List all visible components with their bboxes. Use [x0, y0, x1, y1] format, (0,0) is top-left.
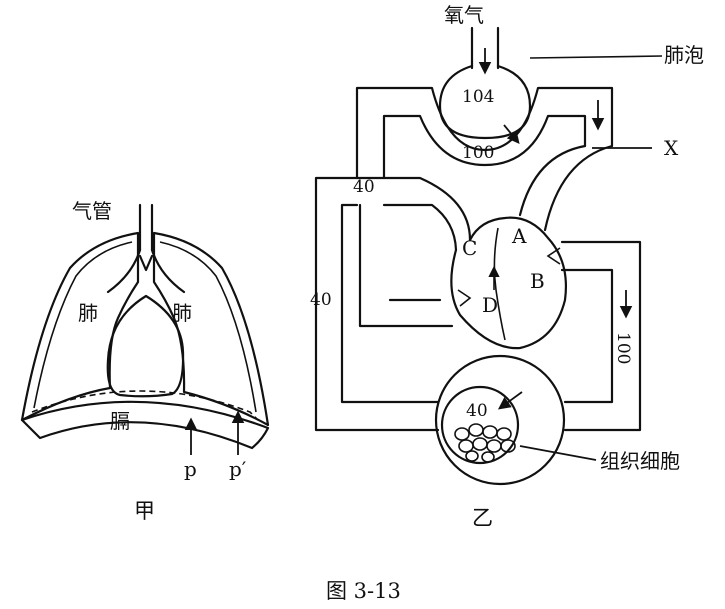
value-left-vessel: 40: [353, 177, 375, 197]
systemic-outer: [360, 205, 452, 326]
panel-a-lungs: 气管 肺 肺 膈 p p′ 甲: [22, 199, 268, 523]
label-left-lung: 肺: [78, 301, 98, 325]
label-x: X: [664, 136, 679, 160]
trachea-tube: [140, 205, 152, 250]
right-lung-inner: [160, 242, 256, 412]
systemic-vein: [316, 178, 438, 430]
label-chamber-c: C: [462, 236, 477, 260]
pulmonary-vein: [520, 146, 612, 230]
label-right-lung: 肺: [172, 301, 192, 325]
heart-septum: [494, 228, 505, 340]
label-chamber-b: B: [530, 269, 545, 293]
figure-caption: 图 3-13: [326, 579, 401, 603]
value-left-outer: 40: [310, 290, 332, 310]
tissue-cells-cluster: [455, 424, 515, 462]
label-chamber-a: A: [511, 224, 527, 248]
right-lung-outline: [154, 233, 268, 425]
label-oxygen: 氧气: [444, 3, 484, 27]
heart-valve-left: [458, 290, 470, 306]
bronchi: [108, 250, 184, 292]
diaphragm-solid: [22, 402, 268, 448]
alveolus-pointer: [530, 56, 662, 58]
label-trachea: 气管: [72, 199, 112, 223]
caption-a: 甲: [134, 499, 155, 523]
tissue-capillary-outer: [436, 356, 564, 484]
label-diaphragm: 膈: [110, 409, 130, 433]
value-tissue: 40: [466, 401, 488, 421]
value-right-vessel: 100: [613, 332, 633, 364]
value-capillary: 100: [462, 143, 494, 163]
label-p: p: [184, 457, 197, 481]
panel-b-circulation: 氧气 肺泡 104 100 X 40 40 100 40 组织细胞 A B C …: [310, 3, 704, 530]
label-alveolus: 肺泡: [664, 43, 704, 67]
caption-b: 乙: [472, 506, 493, 530]
label-chamber-d: D: [482, 293, 498, 317]
label-tissue-cells: 组织细胞: [600, 449, 680, 473]
label-p-prime: p′: [229, 457, 247, 481]
value-alveolus: 104: [462, 87, 494, 107]
